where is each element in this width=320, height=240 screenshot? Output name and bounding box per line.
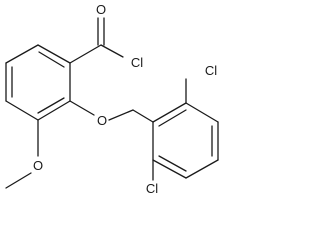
chlorine-substituents: Cl Cl (146, 63, 217, 196)
bond (37, 100, 71, 121)
bond (5, 172, 32, 189)
dichlorophenyl-ring (152, 102, 219, 179)
chlorine-top-label: Cl (205, 63, 217, 78)
bond (69, 44, 102, 64)
bond (37, 44, 71, 64)
bond (185, 159, 219, 179)
bond (132, 109, 154, 123)
bond (69, 100, 95, 116)
oxygen-methoxy-label: O (33, 158, 43, 173)
double-bond-inner (37, 97, 65, 114)
bond (152, 102, 187, 123)
benzoyl-ring (5, 44, 71, 121)
double-bond-inner (158, 109, 187, 127)
acyl-chloride-group: O Cl (69, 2, 143, 70)
chlorine-bottom-label: Cl (146, 181, 158, 196)
oxygen-carbonyl-label: O (96, 2, 106, 17)
bond (5, 100, 39, 121)
bond (100, 44, 124, 58)
bond (185, 102, 219, 123)
bond (108, 109, 134, 121)
bond (5, 44, 39, 64)
oxygen-ether-label: O (97, 113, 107, 128)
methoxy-group: O (5, 119, 43, 189)
chlorine-acyl-label: Cl (131, 55, 143, 70)
double-bond-inner (158, 155, 187, 172)
bond (152, 159, 187, 179)
chemical-structure-diagram: O Cl O O Cl Cl (5, 2, 219, 196)
double-bond-inner (38, 51, 65, 68)
benzyl-ether-linkage: O (69, 100, 154, 128)
